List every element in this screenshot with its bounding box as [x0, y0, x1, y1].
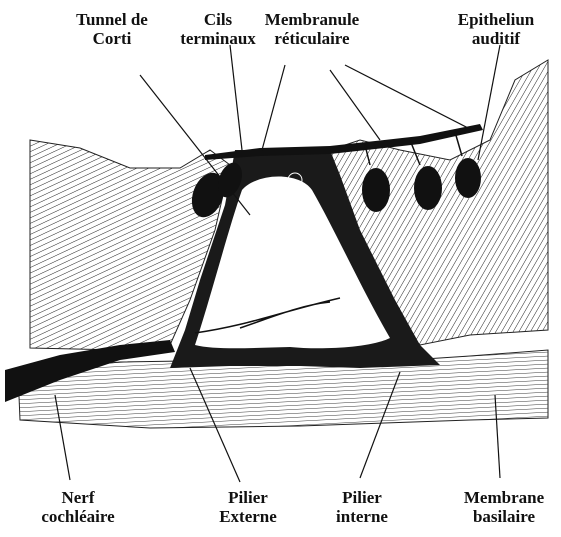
- label-line: Externe: [219, 507, 277, 526]
- label-line: interne: [336, 507, 388, 526]
- label-line: Corti: [76, 29, 148, 48]
- label-line: Cils: [180, 10, 256, 29]
- label-tunnel-de-corti: Tunnel de Corti: [76, 10, 148, 48]
- label-line: Nerf: [41, 488, 114, 507]
- label-cils-terminaux: Cils terminaux: [180, 10, 256, 48]
- label-line: réticulaire: [265, 29, 359, 48]
- label-membranule-reticulaire: Membranule réticulaire: [265, 10, 359, 48]
- label-nerf-cochleaire: Nerf cochléaire: [41, 488, 114, 526]
- label-line: Membranule: [265, 10, 359, 29]
- label-membrane-basilaire: Membrane basilaire: [464, 488, 544, 526]
- label-line: auditif: [458, 29, 535, 48]
- label-line: cochléaire: [41, 507, 114, 526]
- label-line: basilaire: [464, 507, 544, 526]
- label-line: Membrane: [464, 488, 544, 507]
- label-line: Tunnel de: [76, 10, 148, 29]
- label-epithelium-auditif: Epitheliun auditif: [458, 10, 535, 48]
- label-line: Epitheliun: [458, 10, 535, 29]
- label-pilier-externe: Pilier Externe: [219, 488, 277, 526]
- label-line: terminaux: [180, 29, 256, 48]
- label-line: Pilier: [219, 488, 277, 507]
- label-line: Pilier: [336, 488, 388, 507]
- label-pilier-interne: Pilier interne: [336, 488, 388, 526]
